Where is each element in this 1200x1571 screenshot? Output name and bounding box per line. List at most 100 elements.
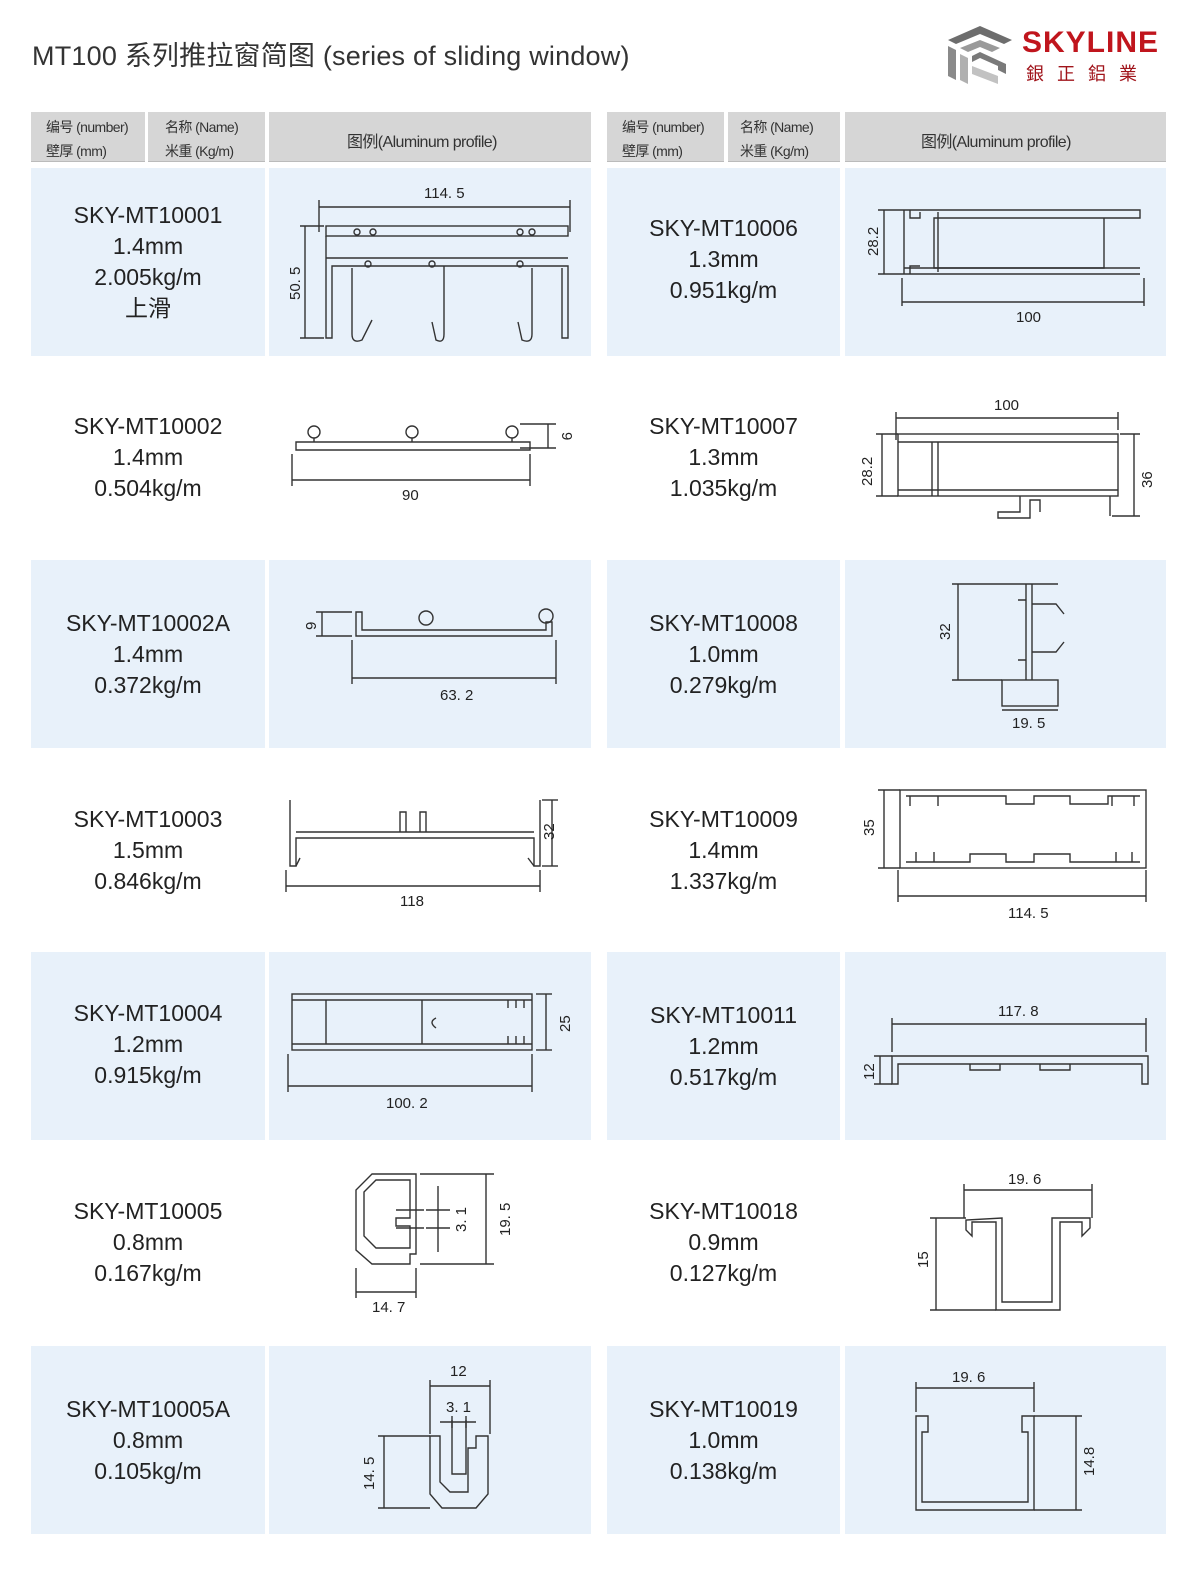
wall-thickness: 0.9mm: [688, 1229, 759, 1255]
row-bg: [607, 560, 840, 748]
product-info-mt10008: SKY-MT10008 1.0mm 0.279kg/m: [607, 608, 840, 701]
product-code: SKY-MT10004: [73, 1000, 223, 1026]
dim-label: 19. 6: [1008, 1171, 1041, 1188]
wall-thickness: 1.4mm: [112, 641, 184, 667]
profile-mt10005-drawing: [355, 1173, 494, 1298]
profile-mt10007-drawing: [876, 412, 1140, 519]
wall-thickness: 0.8mm: [112, 1427, 184, 1453]
logo-chinese-name: 銀正鋁業: [1026, 64, 1150, 85]
profile-mt10003-drawing: [285, 799, 558, 892]
product-code: SKY-MT10008: [649, 610, 798, 636]
profile-mt10009-drawing: [878, 789, 1147, 902]
row-bg: [269, 1346, 591, 1534]
dim-label: 114. 5: [1008, 905, 1049, 922]
product-info-mt10004: SKY-MT10004 1.2mm 0.915kg/m: [31, 998, 265, 1091]
row-bg: [607, 1346, 840, 1534]
row-bg: [31, 952, 265, 1140]
product-code: SKY-MT10019: [649, 1396, 798, 1422]
product-info-mt10009: SKY-MT10009 1.4mm 1.337kg/m: [607, 804, 840, 897]
meter-weight: 1.337kg/m: [669, 868, 778, 894]
meter-weight: 0.167kg/m: [94, 1260, 202, 1286]
product-code: SKY-MT10003: [73, 806, 223, 832]
meter-weight: 0.504kg/m: [94, 475, 202, 501]
dim-label: 3. 1: [453, 1207, 470, 1232]
meter-weight: 0.372kg/m: [94, 672, 202, 698]
header-left-number: 编号 (number) 壁厚 (mm): [31, 112, 145, 162]
row-bg: [31, 168, 265, 356]
dim-label: 28.2: [859, 457, 876, 486]
meter-weight: 0.951kg/m: [669, 277, 778, 303]
product-info-mt10002: SKY-MT10002 1.4mm 0.504kg/m: [31, 411, 265, 504]
product-info-mt10019: SKY-MT10019 1.0mm 0.138kg/m: [607, 1394, 840, 1487]
dim-label: 36: [1139, 471, 1156, 488]
wall-thickness: 1.4mm: [688, 837, 759, 863]
dim-label: 14. 7: [372, 1299, 405, 1316]
wall-thickness: 1.4mm: [112, 233, 184, 259]
row-bg: [269, 168, 591, 356]
row-bg: [845, 560, 1166, 748]
meter-weight: 0.846kg/m: [94, 868, 202, 894]
header-right-profile: 图例(Aluminum profile): [845, 112, 1166, 162]
header-left-profile: 图例(Aluminum profile): [269, 112, 591, 162]
dim-label: 118: [400, 893, 424, 910]
row-bg: [269, 952, 591, 1140]
row-bg: [269, 560, 591, 748]
meter-weight: 0.279kg/m: [669, 672, 778, 698]
product-info-mt10006: SKY-MT10006 1.3mm 0.951kg/m: [607, 213, 840, 306]
profile-mt10002-drawing: [291, 423, 556, 486]
row-bg: [845, 952, 1166, 1140]
wall-thickness: 1.0mm: [688, 641, 759, 667]
dim-label: 32: [541, 823, 558, 840]
wall-thickness: 1.2mm: [688, 1033, 759, 1059]
brand-logo: SKYLINE 銀正鋁業: [944, 22, 1164, 88]
dim-label: 35: [861, 819, 878, 836]
product-code: SKY-MT10005A: [65, 1396, 231, 1422]
product-code: SKY-MT10011: [649, 1002, 798, 1028]
wall-thickness: 1.5mm: [112, 837, 184, 863]
skyline-logo-icon: [948, 26, 1012, 84]
row-bg: [845, 168, 1166, 356]
header-right-number: 编号 (number) 壁厚 (mm): [607, 112, 724, 162]
wall-thickness: 0.8mm: [112, 1229, 184, 1255]
product-info-mt10005a: SKY-MT10005A 0.8mm 0.105kg/m: [31, 1394, 265, 1487]
product-info-mt10007: SKY-MT10007 1.3mm 1.035kg/m: [607, 411, 840, 504]
dim-label: 19. 5: [497, 1203, 514, 1236]
profile-mt10018-drawing: [930, 1184, 1093, 1311]
wall-thickness: 1.0mm: [688, 1427, 759, 1453]
product-info-mt10011: SKY-MT10011 1.2mm 0.517kg/m: [607, 1000, 840, 1093]
row-bg: [845, 1346, 1166, 1534]
wall-thickness: 1.3mm: [688, 246, 759, 272]
row-bg: [607, 168, 840, 356]
header-right-name: 名称 (Name) 米重 (Kg/m): [728, 112, 840, 162]
header-left-name: 名称 (Name) 米重 (Kg/m): [148, 112, 265, 162]
product-code: SKY-MT10005: [73, 1198, 223, 1224]
product-code: SKY-MT10009: [649, 806, 798, 832]
dim-label: 15: [915, 1251, 932, 1268]
product-note: 上滑: [125, 295, 171, 321]
row-bg: [31, 1346, 265, 1534]
dim-label: 100: [994, 397, 1019, 414]
row-bg: [607, 952, 840, 1140]
dim-label: 9: [558, 432, 575, 440]
product-info-mt10001: SKY-MT10001 1.4mm 2.005kg/m 上滑: [31, 200, 265, 324]
product-code: SKY-MT10006: [649, 215, 798, 241]
meter-weight: 1.035kg/m: [669, 475, 778, 501]
meter-weight: 0.127kg/m: [669, 1260, 778, 1286]
logo-wordmark: SKYLINE: [1022, 26, 1160, 59]
meter-weight: 2.005kg/m: [94, 264, 202, 290]
product-info-mt10002a: SKY-MT10002A 1.4mm 0.372kg/m: [31, 608, 265, 701]
dim-label: 90: [402, 487, 419, 504]
row-bg: [31, 560, 265, 748]
product-code: SKY-MT10018: [649, 1198, 798, 1224]
product-info-mt10003: SKY-MT10003 1.5mm 0.846kg/m: [31, 804, 265, 897]
page-title: MT100 系列推拉窗简图 (series of sliding window): [32, 41, 630, 71]
product-info-mt10018: SKY-MT10018 0.9mm 0.127kg/m: [607, 1196, 840, 1289]
product-info-mt10005: SKY-MT10005 0.8mm 0.167kg/m: [31, 1196, 265, 1289]
product-code: SKY-MT10001: [73, 202, 223, 228]
wall-thickness: 1.2mm: [112, 1031, 184, 1057]
product-code: SKY-MT10002: [73, 413, 223, 439]
product-code: SKY-MT10007: [649, 413, 798, 439]
meter-weight: 0.915kg/m: [94, 1062, 202, 1088]
wall-thickness: 1.4mm: [112, 444, 184, 470]
wall-thickness: 1.3mm: [688, 444, 759, 470]
